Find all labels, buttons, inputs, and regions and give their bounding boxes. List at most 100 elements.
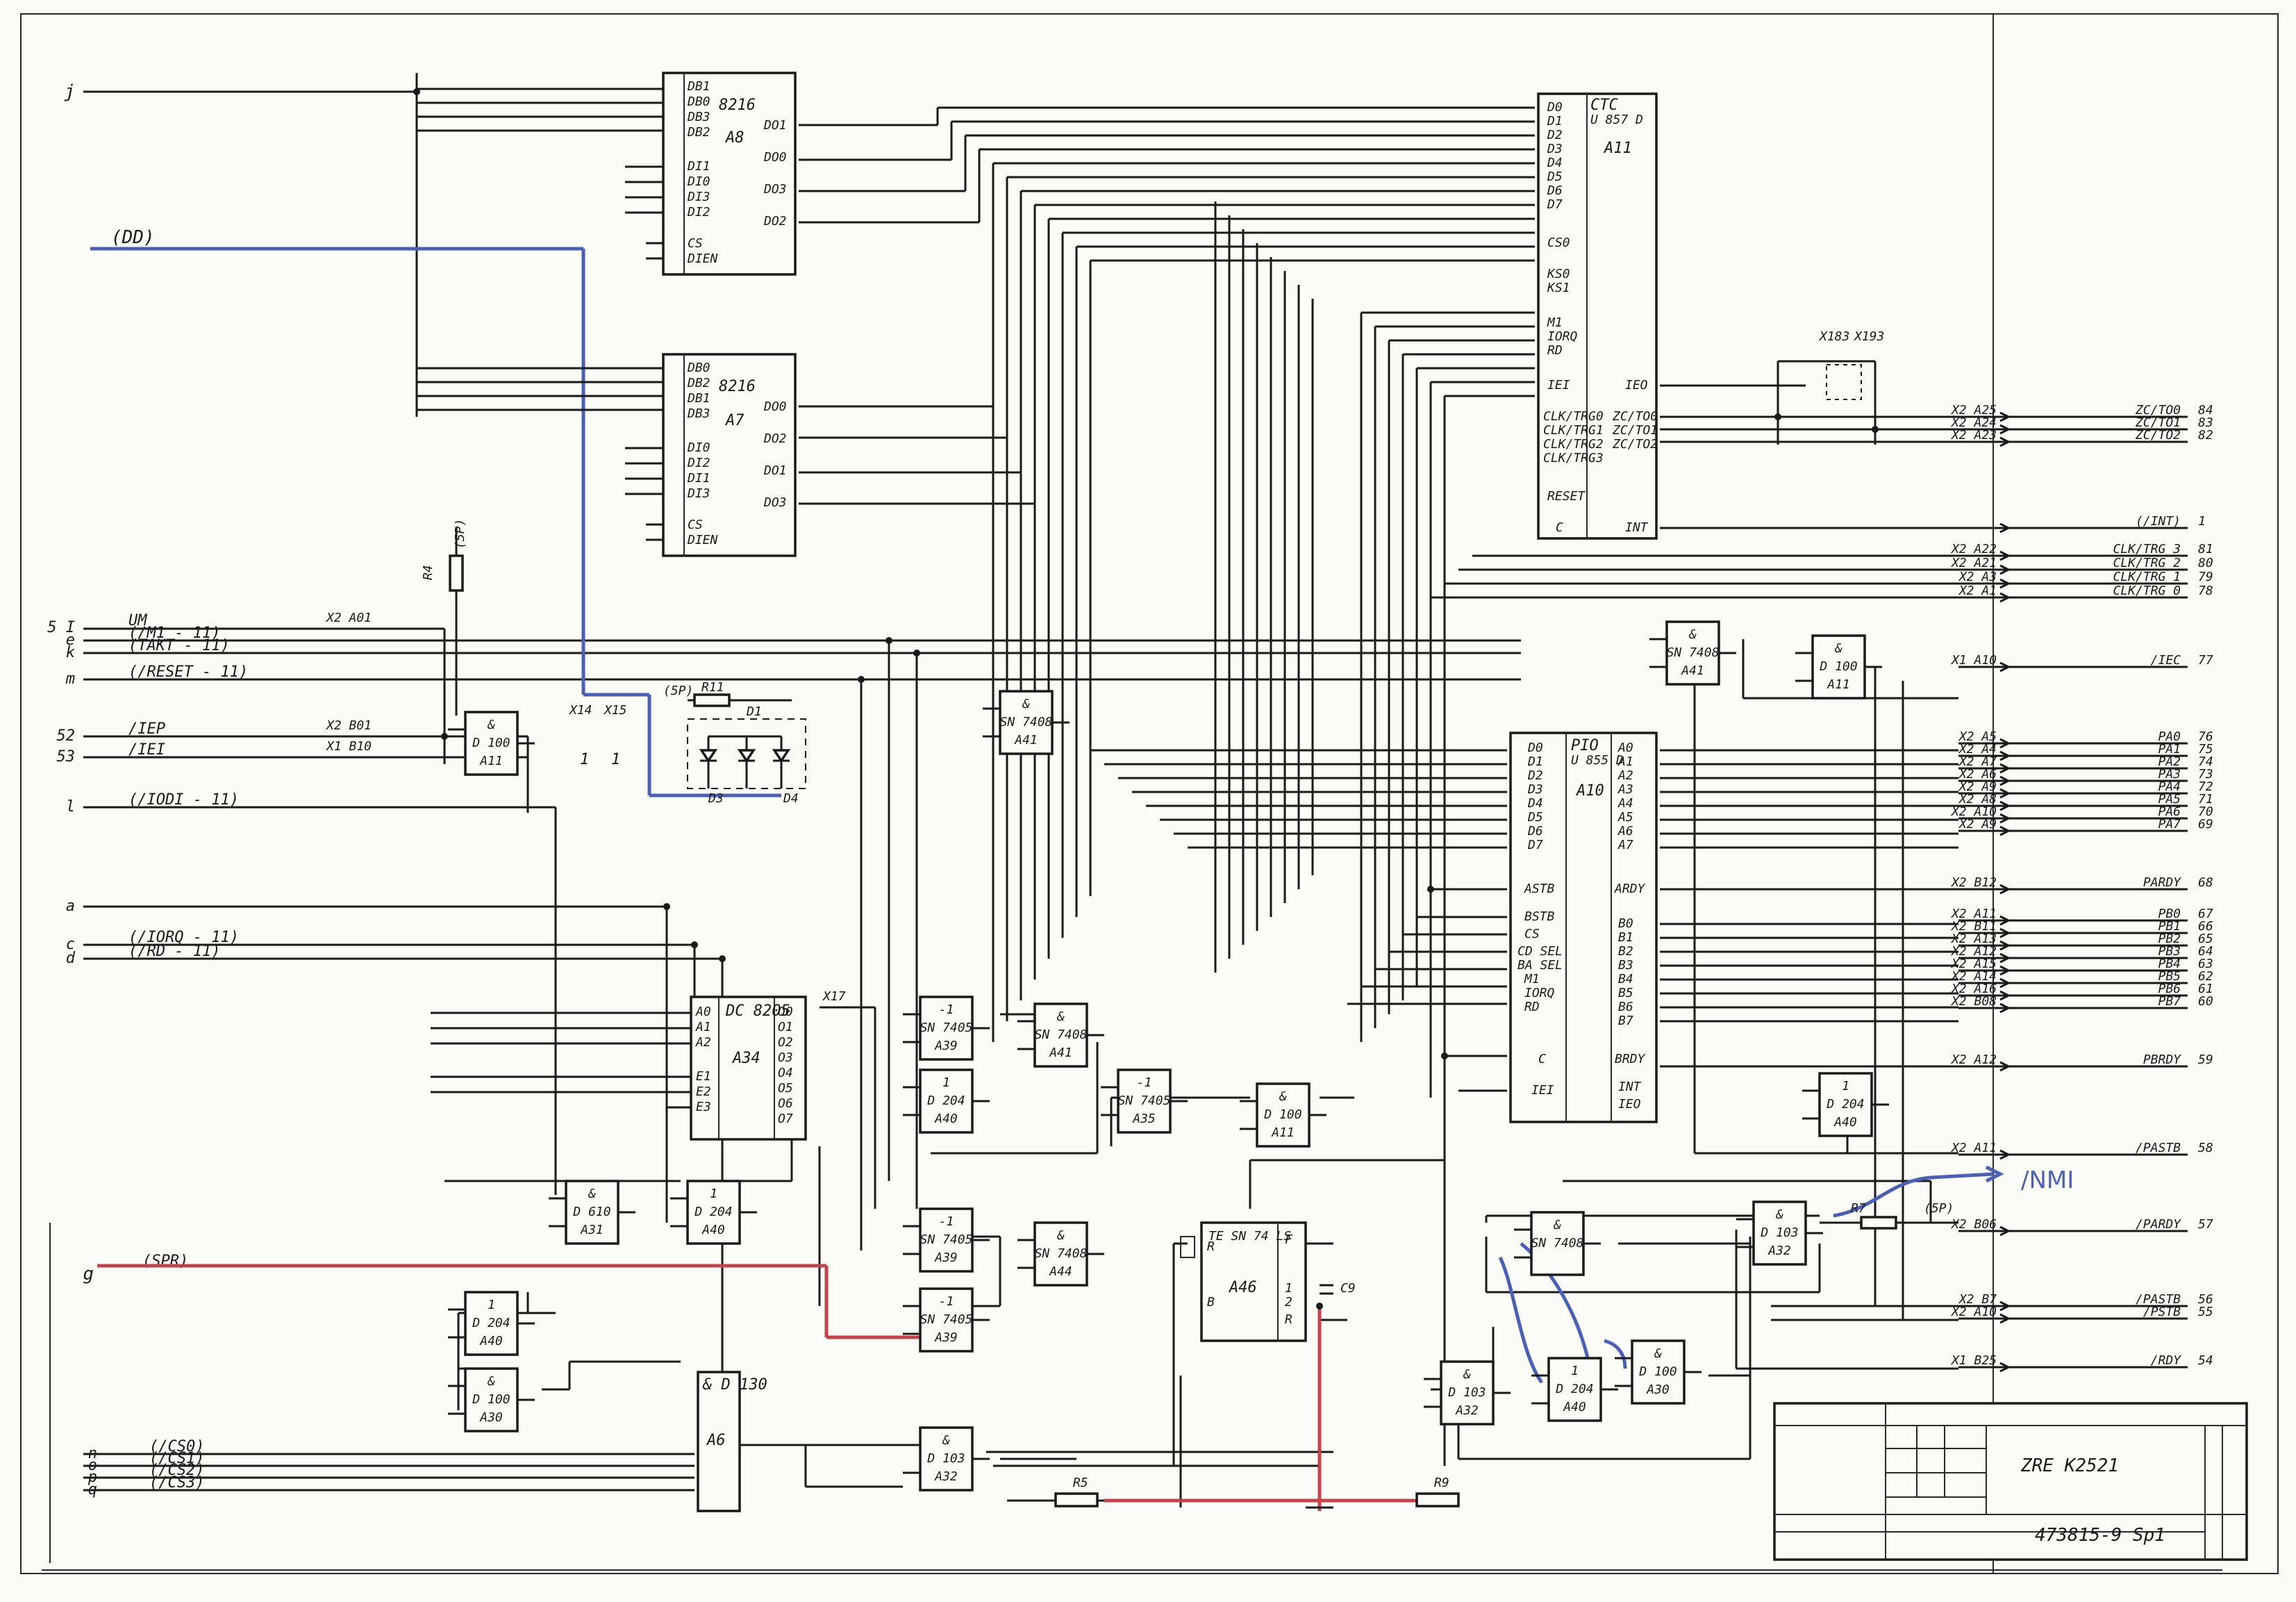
gate-ref: A32: [934, 1469, 958, 1484]
output-connector: X2 A13: [1950, 932, 1997, 946]
a11-pin-l19: RESET: [1547, 489, 1586, 504]
x15-label: X15: [603, 703, 627, 718]
input-letter-g: g: [83, 1264, 94, 1285]
gate-symbol: &: [1654, 1346, 1662, 1361]
a10-pin-r2: A2: [1617, 768, 1633, 783]
gate-type: SN 7408: [1000, 715, 1053, 729]
a7-type: 8216: [719, 378, 756, 395]
gate-symbol: &: [1463, 1367, 1471, 1382]
a34-pin-r4: O4: [778, 1066, 793, 1080]
output-connector: X2 A25: [1950, 403, 1997, 418]
a8-type: 8216: [719, 97, 756, 114]
gate-symbol: &: [1775, 1207, 1783, 1222]
r5-label: R5: [1073, 1476, 1088, 1490]
gate-symbol: &: [942, 1433, 950, 1448]
chip-a46-flipflop: TE SN 74 LS A46 R B F 1 2 R: [1180, 1221, 1307, 1342]
output-connector: X2 A4: [1958, 742, 1997, 757]
output-connector: X1 B25: [1950, 1353, 1997, 1368]
output-signal: PARDY: [2143, 875, 2181, 890]
a10-pin-r16: B7: [1618, 1014, 1633, 1028]
a11-pin-l20: C: [1556, 520, 1563, 535]
gate-type: D 103: [1447, 1385, 1486, 1400]
output-connector: X2 B06: [1950, 1217, 1997, 1232]
x193-label: X193: [1853, 329, 1884, 344]
output-pin: 54: [2198, 1353, 2213, 1368]
input-signal-um: UM: [128, 612, 147, 629]
output-signal: ZC/TO2: [2135, 428, 2181, 443]
a7-pin-l7: DI3: [687, 486, 710, 501]
chip-a6: & D 130 A6: [697, 1371, 767, 1512]
gate-ref: A40: [934, 1112, 958, 1126]
output-pin: 74: [2198, 754, 2213, 769]
a10-pin-l16: C: [1538, 1052, 1546, 1066]
output-connector: X2 A3: [1958, 570, 1997, 584]
output-connector: X2 A23: [1950, 428, 1997, 443]
a10-pin-l9: BSTB: [1524, 909, 1555, 924]
a10-pin-l4: D4: [1527, 796, 1543, 811]
output-signal: PB0: [2158, 907, 2181, 921]
a7-pin-l9: DIEN: [687, 533, 718, 547]
a7-pin-l0: DB0: [687, 361, 710, 375]
output-connector: X2 B08: [1950, 994, 1997, 1009]
output-pin: 80: [2198, 556, 2213, 570]
output-signal: /RDY: [2151, 1353, 2182, 1368]
input-letter-c: c: [66, 936, 75, 953]
a10-pin-r6: A6: [1617, 824, 1633, 839]
a10-ref: A10: [1575, 782, 1604, 800]
a46-pin-5: R: [1285, 1312, 1292, 1327]
output-pin: 84: [2198, 403, 2213, 418]
a46-pin-2: F: [1285, 1232, 1293, 1247]
a46-ref: A46: [1228, 1279, 1257, 1296]
a10-pin-r1: A1: [1617, 754, 1633, 769]
gate-ref: A11: [479, 754, 503, 768]
output-connector: X2 A10: [1950, 1305, 1997, 1319]
output-pin: 76: [2198, 729, 2213, 744]
gate-type: D 100: [1638, 1364, 1677, 1379]
output-signal: PB4: [2158, 957, 2181, 971]
gate-ref: A41: [1681, 663, 1704, 678]
a11-ref: A11: [1603, 140, 1632, 157]
output-signal: PB6: [2158, 982, 2181, 996]
input-letter-e: e: [66, 631, 75, 649]
output-pin: 77: [2198, 653, 2213, 668]
a34-pin-l3: E1: [696, 1069, 711, 1084]
gate-type: D 204: [926, 1093, 965, 1108]
a8-pin-r0: DO1: [763, 118, 787, 133]
output-signal: PA6: [2158, 804, 2181, 819]
diode-d1-label: D1: [746, 704, 762, 719]
output-signal: PA3: [2158, 767, 2181, 782]
output-pin: 64: [2198, 944, 2213, 959]
ref-x2-b01: X2 B01: [325, 718, 372, 733]
gate-ref: A41: [1049, 1046, 1072, 1060]
output-pin: 59: [2198, 1052, 2213, 1067]
gate-type: SN 7405: [920, 1232, 973, 1247]
gate-type: SN 7405: [1118, 1093, 1171, 1108]
input-letter-p: p: [88, 1469, 97, 1486]
a7-ref: A7: [724, 412, 744, 429]
a10-pin-r19: IEO: [1618, 1097, 1641, 1112]
a10-pin-r15: B6: [1618, 1000, 1633, 1014]
x14-pin-1: 1: [580, 751, 589, 768]
a10-pin-r5: A5: [1617, 810, 1633, 825]
input-letter-j: j: [64, 81, 75, 102]
gate-type: SN 7408: [1035, 1246, 1088, 1261]
output-signal: PA0: [2158, 729, 2181, 744]
output-pin: 61: [2198, 982, 2213, 996]
output-signal: CLK/TRG 3: [2113, 542, 2181, 556]
a34-pin-l5: E3: [696, 1100, 711, 1114]
passive-components: R4 (5P) R11 (5P) D1 D3 D4 X14 X15 1 1 X1…: [421, 329, 1954, 1509]
input-signal-cs2: (/CS2): [149, 1462, 204, 1479]
